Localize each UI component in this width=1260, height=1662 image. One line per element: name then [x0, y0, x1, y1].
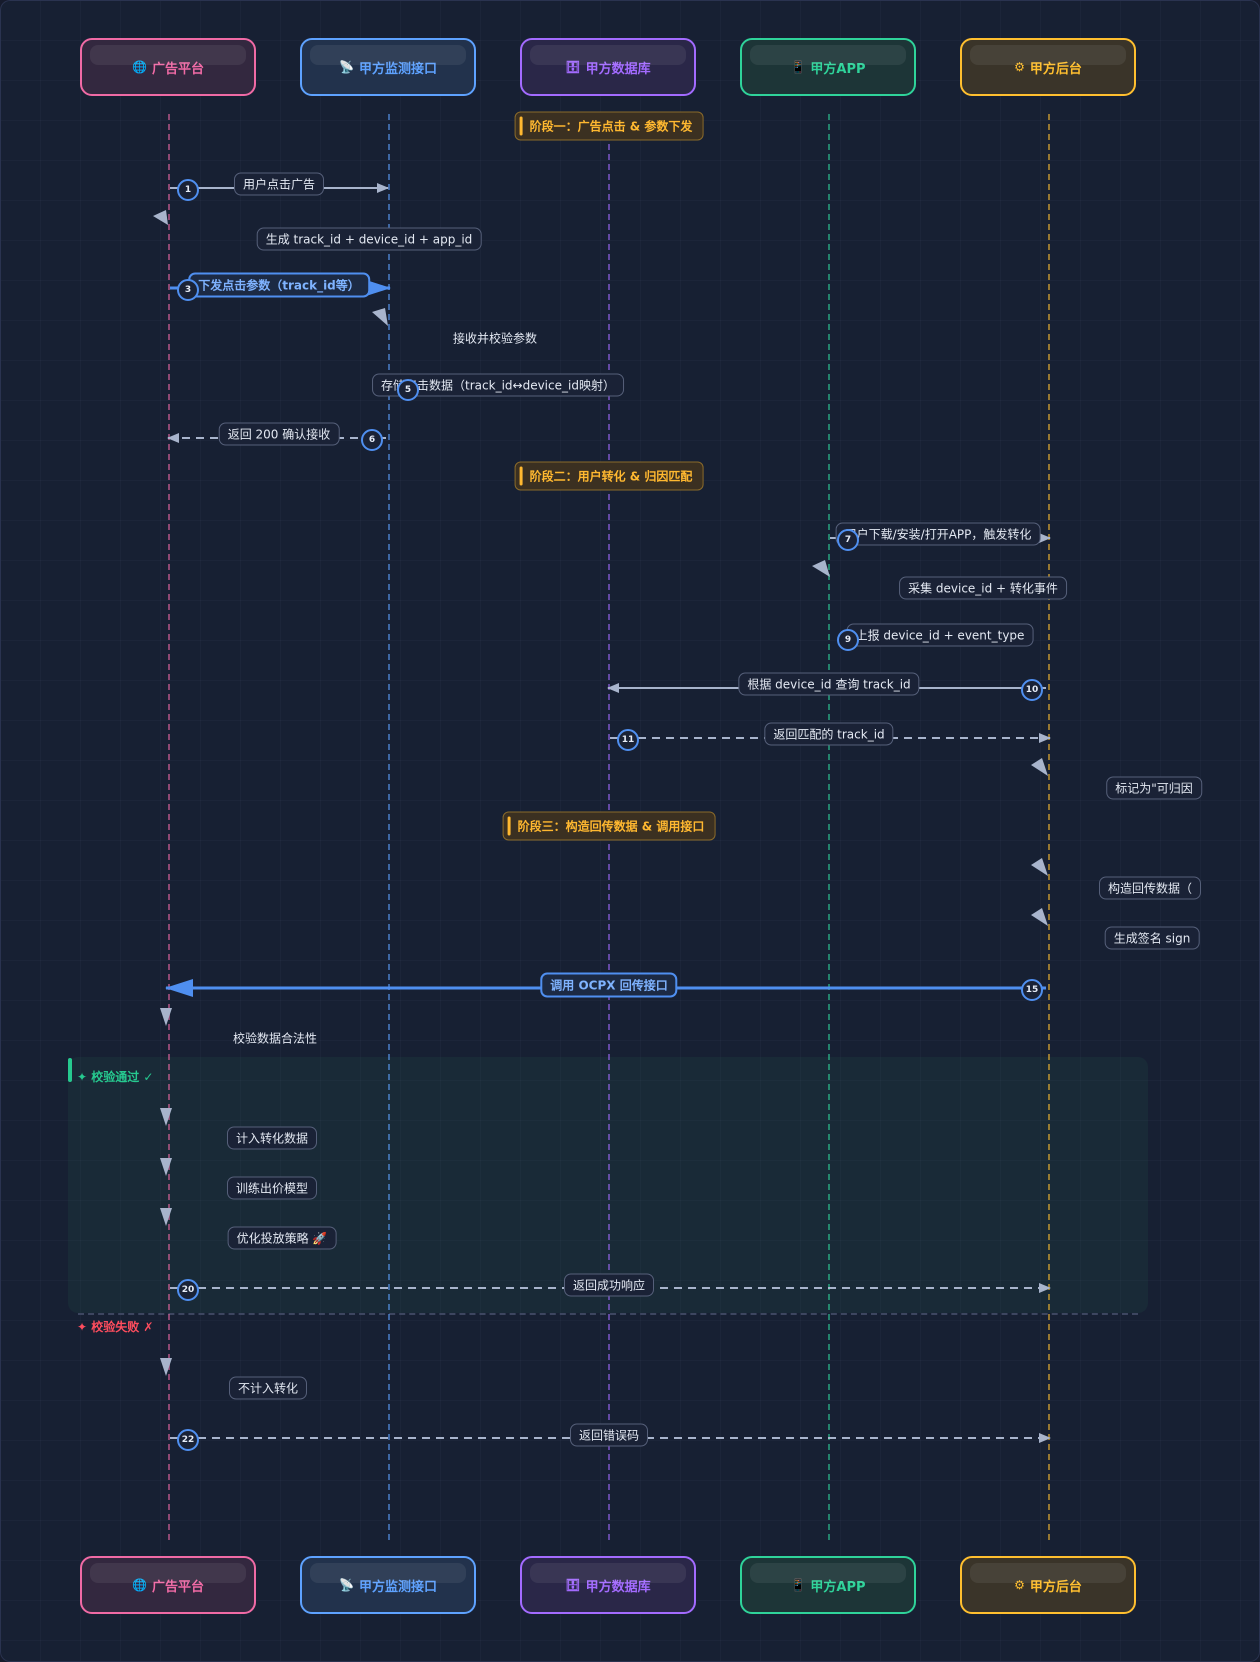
step-number-10: 10: [1021, 679, 1043, 701]
actor-app-top: 📱 甲方APP: [740, 38, 916, 96]
message-21-label: 不计入转化: [228, 1376, 308, 1400]
gear-icon: ⚙: [1014, 60, 1025, 74]
arrow-4-self: [372, 308, 388, 326]
step-number-5: 5: [397, 379, 419, 401]
lifeline-backend: [1048, 114, 1050, 1540]
phase-3-label: 阶段三：构造回传数据 & 调用接口: [502, 811, 716, 841]
message-13-label: 构造回传数据（: [1098, 876, 1202, 900]
arrow-17-self: [160, 1108, 172, 1126]
satellite-dish-icon: 📡: [339, 1578, 354, 1592]
gear-icon: ⚙: [1014, 1578, 1025, 1592]
message-12-label: 标记为"可归因: [1106, 776, 1202, 800]
step-number-20: 20: [177, 1279, 199, 1301]
actor-label: 甲方后台: [1029, 61, 1082, 77]
actor-label: 广告平台: [151, 1579, 204, 1595]
actor-app-bottom: 📱 甲方APP: [740, 1556, 916, 1614]
actor-label: 甲方数据库: [585, 1579, 651, 1595]
step-number-3: 3: [177, 279, 199, 301]
arrow-2-self: [153, 210, 168, 225]
actor-database-bottom: 🗄 甲方数据库: [520, 1556, 696, 1614]
step-number-15: 15: [1021, 979, 1043, 1001]
message-4-label: 接收并校验参数: [452, 331, 538, 346]
lifeline-monitor-api: [388, 114, 390, 1540]
message-9-label: 上报 device_id + event_type: [846, 623, 1034, 647]
message-3-label: 下发点击参数（track_id等）: [188, 272, 370, 298]
phase-2-label: 阶段二：用户转化 & 归因匹配: [514, 461, 704, 491]
database-icon: 🗄: [565, 60, 581, 74]
message-20-label: 返回成功响应: [563, 1273, 655, 1297]
actor-label: 甲方监测接口: [358, 1579, 437, 1595]
actor-ad-platform-bottom: 🌐 广告平台: [80, 1556, 256, 1614]
step-number-9: 9: [837, 629, 859, 651]
globe-icon: 🌐: [132, 60, 147, 74]
lifeline-ad-platform: [168, 114, 170, 1540]
message-11-label: 返回匹配的 track_id: [764, 722, 894, 746]
message-5-label: 存储点击数据（track_id↔device_id映射）: [372, 373, 624, 397]
message-16-label: 校验数据合法性: [232, 1031, 318, 1046]
step-number-22: 22: [177, 1429, 199, 1451]
phase-1-label: 阶段一：广告点击 & 参数下发: [514, 111, 704, 141]
message-22-label: 返回错误码: [569, 1423, 649, 1447]
globe-icon: 🌐: [132, 1578, 147, 1592]
message-17-label: 计入转化数据: [226, 1126, 318, 1150]
arrow-13-self: [1031, 858, 1048, 876]
arrow-19-self: [160, 1208, 172, 1226]
actor-backend-top: ⚙ 甲方后台: [960, 38, 1136, 96]
database-icon: 🗄: [565, 1578, 581, 1592]
arrow-14-self: [1031, 908, 1048, 926]
actor-label: 甲方数据库: [585, 61, 651, 77]
actor-label: 甲方后台: [1029, 1579, 1082, 1595]
message-15-label: 调用 OCPX 回传接口: [540, 972, 678, 998]
actor-monitor-api-bottom: 📡 甲方监测接口: [300, 1556, 476, 1614]
actor-label: 广告平台: [151, 61, 204, 77]
alt-success-marker: [68, 1058, 72, 1082]
message-18-label: 训练出价模型: [226, 1176, 318, 1200]
phone-icon: 📱: [790, 60, 806, 74]
message-8-label: 采集 device_id + 转化事件: [899, 576, 1067, 600]
message-6-label: 返回 200 确认接收: [218, 422, 340, 446]
message-19-label: 优化投放策略 🚀: [227, 1226, 337, 1250]
actor-database-top: 🗄 甲方数据库: [520, 38, 696, 96]
arrow-16-self: [160, 1008, 172, 1026]
actor-label: 甲方监测接口: [358, 61, 437, 77]
message-14-label: 生成签名 sign: [1104, 926, 1200, 950]
actor-label: 甲方APP: [810, 1579, 866, 1595]
actor-ad-platform-top: 🌐 广告平台: [80, 38, 256, 96]
arrow-21-self: [160, 1358, 172, 1376]
step-number-7: 7: [837, 529, 859, 551]
alt-success-label: ✦ 校验通过 ✓: [77, 1070, 154, 1084]
arrow-8-self: [812, 560, 830, 577]
step-number-6: 6: [361, 429, 383, 451]
lifeline-app: [828, 114, 830, 1540]
phone-icon: 📱: [790, 1578, 806, 1592]
message-10-label: 根据 device_id 查询 track_id: [738, 672, 920, 696]
alt-failure-label: ✦ 校验失败 ✗: [77, 1320, 154, 1334]
message-1-label: 用户点击广告: [233, 172, 325, 196]
step-number-1: 1: [177, 179, 199, 201]
arrow-18-self: [160, 1158, 172, 1176]
arrow-12-self: [1031, 758, 1048, 776]
actor-backend-bottom: ⚙ 甲方后台: [960, 1556, 1136, 1614]
actor-monitor-api-top: 📡 甲方监测接口: [300, 38, 476, 96]
message-7-label: 用户下载/安装/打开APP，触发转化: [835, 522, 1041, 546]
step-number-11: 11: [617, 729, 639, 751]
message-2-label: 生成 track_id + device_id + app_id: [256, 227, 482, 251]
satellite-dish-icon: 📡: [339, 60, 354, 74]
actor-label: 甲方APP: [810, 61, 866, 77]
